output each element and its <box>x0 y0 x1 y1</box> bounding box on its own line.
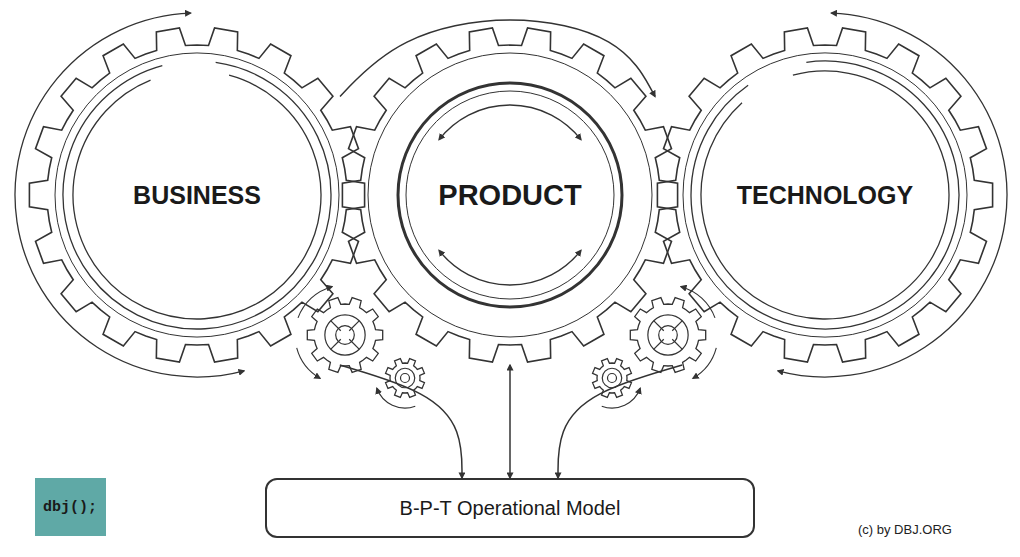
node-text-group: TECHNOLOGY <box>737 181 913 210</box>
product-hub <box>398 83 622 307</box>
product-hub <box>406 91 614 299</box>
flow-connector <box>509 365 511 478</box>
logo-box: dbj(); <box>35 478 106 536</box>
gear-spoke <box>672 339 682 349</box>
gear-ring <box>55 53 339 337</box>
node-label: B-P-T Operational Model <box>400 497 621 520</box>
small-gear <box>386 359 425 398</box>
rotation-arrow <box>297 348 320 378</box>
node-text-group: dbj(); <box>43 499 97 516</box>
cycle-arrow <box>439 105 581 140</box>
flow-connector <box>340 365 462 478</box>
gear-ring <box>63 62 331 329</box>
node-label: PRODUCT <box>438 179 581 212</box>
gear-teeth <box>29 28 364 362</box>
gear-ring <box>683 53 967 337</box>
gear-ring <box>73 75 321 319</box>
gear-ring <box>701 71 949 319</box>
business-gear: BUSINESS <box>27 25 367 365</box>
node-text-group: B-P-T Operational Model <box>400 497 621 520</box>
model-box: B-P-T Operational Model <box>265 478 755 538</box>
small-gear <box>307 298 382 373</box>
gear-spoke <box>672 321 682 331</box>
small-gear-hub <box>401 374 410 383</box>
node-text-group: BUSINESS <box>133 181 261 210</box>
gear-spoke <box>331 321 341 331</box>
gear-ring <box>368 53 652 337</box>
node-label: TECHNOLOGY <box>737 181 913 210</box>
rotation-arrow <box>602 388 640 408</box>
cycle-arrow <box>439 250 581 285</box>
node-text-group: PRODUCT <box>438 179 581 212</box>
small-gear <box>630 298 705 373</box>
gear-spoke <box>349 321 359 331</box>
rotation-arrow <box>377 388 415 408</box>
small-gear-hub <box>608 374 617 383</box>
small-gear <box>593 359 632 398</box>
rotation-arrow <box>681 287 715 318</box>
gear-teeth <box>342 28 677 362</box>
flow-connector <box>558 365 682 478</box>
gear-spoke <box>331 339 341 349</box>
small-gear-hub <box>395 368 415 388</box>
node-label: dbj(); <box>43 499 97 516</box>
gear-ring <box>691 61 959 329</box>
flow-connector <box>340 20 655 96</box>
small-gear-hub <box>325 315 365 355</box>
small-gear-hub <box>648 315 688 355</box>
gear-spoke <box>349 339 359 349</box>
gear-spoke <box>654 339 664 349</box>
product-gear: PRODUCT <box>340 25 680 365</box>
copyright-note: (c) by DBJ.ORG <box>858 522 952 537</box>
gear-spoke <box>654 321 664 331</box>
node-label: BUSINESS <box>133 181 261 210</box>
technology-gear: TECHNOLOGY <box>655 25 995 365</box>
rotation-arrow <box>693 348 716 378</box>
gear-teeth <box>657 28 992 362</box>
